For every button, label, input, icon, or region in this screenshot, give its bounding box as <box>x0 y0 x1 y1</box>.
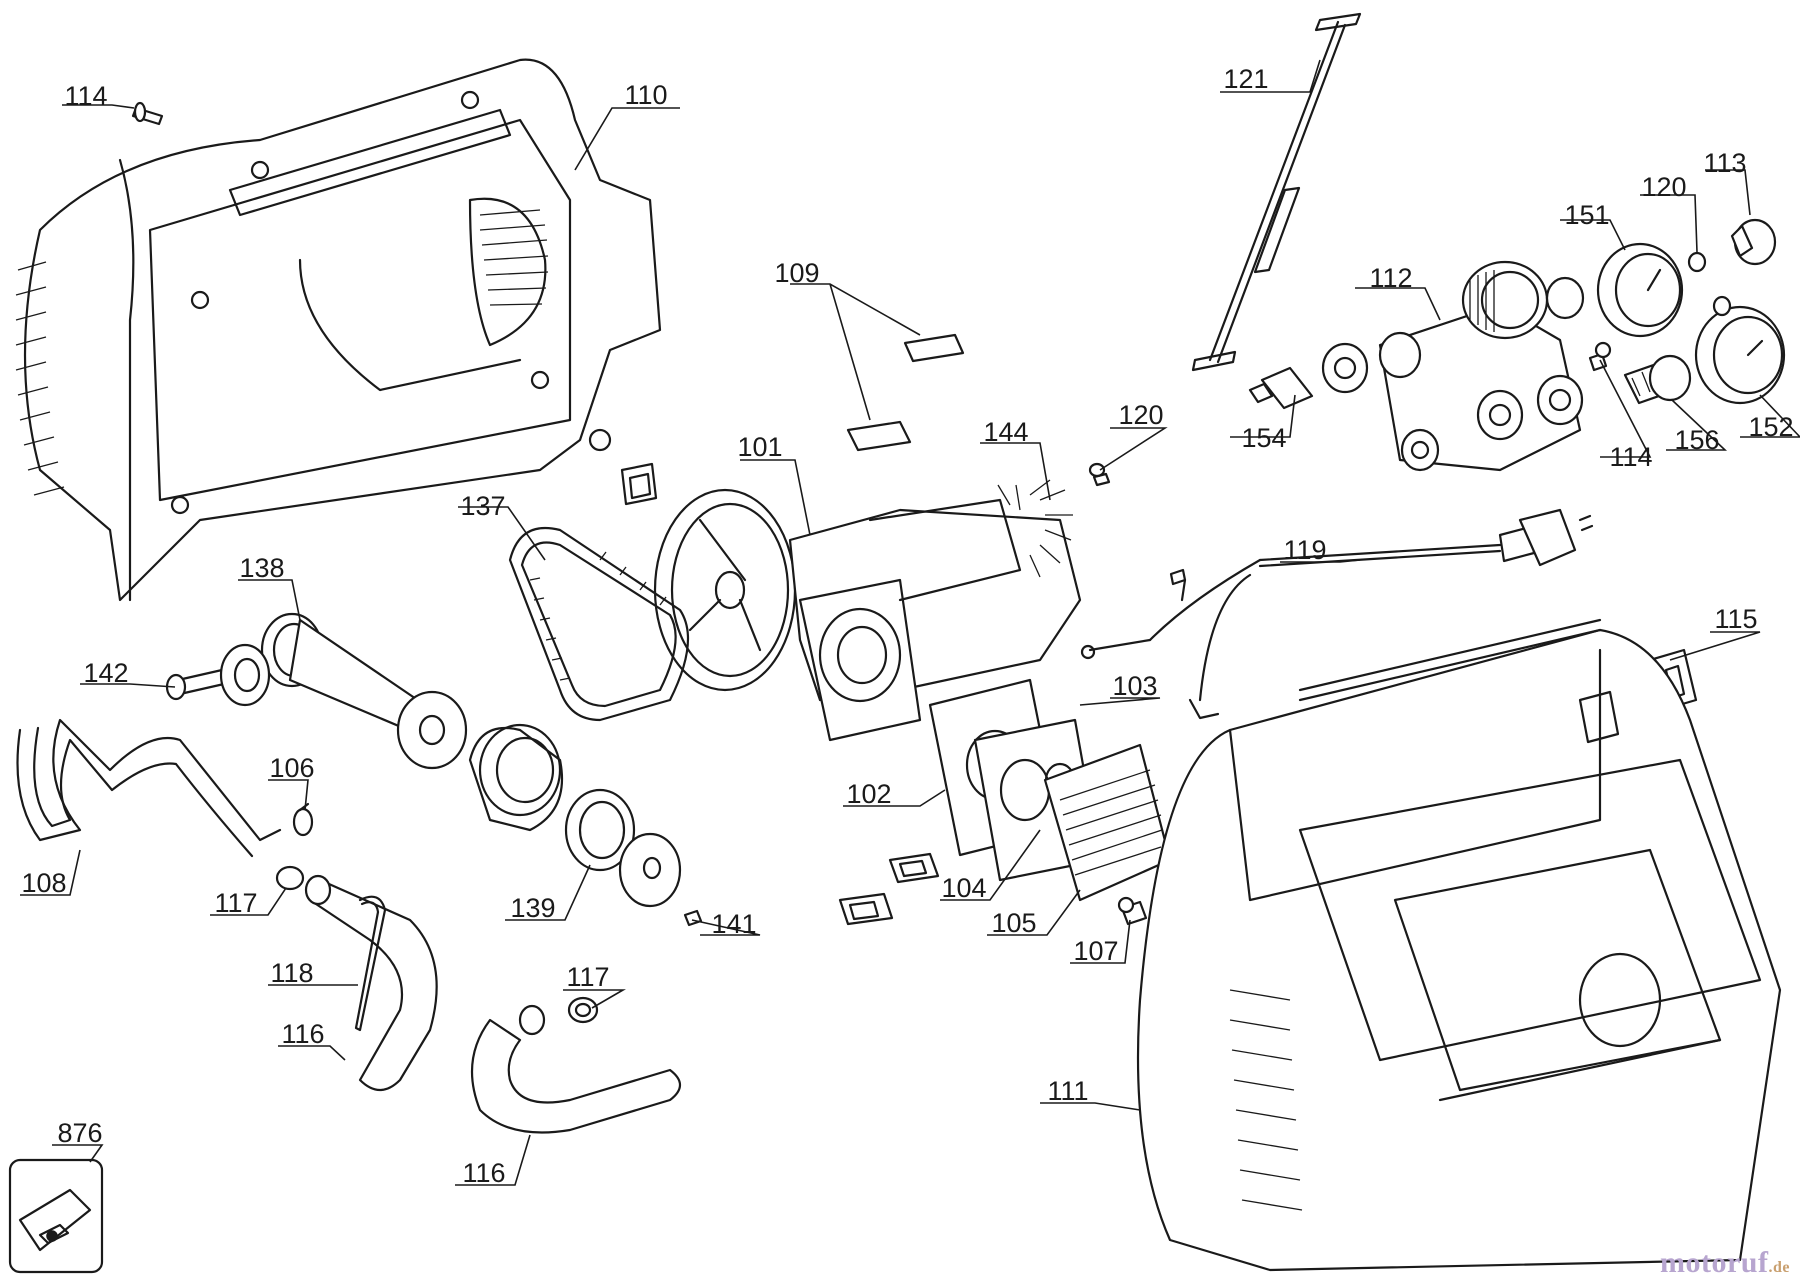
label-112: 112 <box>1369 263 1412 293</box>
ring-139-part <box>564 788 636 872</box>
valve-156-part <box>1623 354 1692 405</box>
label-114: 114 <box>1609 442 1652 472</box>
label-114: 114 <box>64 81 107 111</box>
label-144: 144 <box>983 417 1028 447</box>
manifold-112-part <box>1321 260 1585 472</box>
housing-111-part <box>1136 618 1782 1272</box>
label-151: 151 <box>1564 200 1609 230</box>
label-108: 108 <box>21 868 66 898</box>
connecting-rod-138-part <box>260 612 468 770</box>
pad-109-part <box>846 333 965 452</box>
label-138: 138 <box>239 553 284 583</box>
watermark-tld: .de <box>1768 1259 1790 1276</box>
label-109: 109 <box>774 258 819 288</box>
label-139: 139 <box>510 893 555 923</box>
label-111: 111 <box>1047 1076 1088 1106</box>
label-107: 107 <box>1073 936 1118 966</box>
tube-108-part <box>16 718 282 858</box>
kit-876-part <box>8 1158 104 1274</box>
head-105-part <box>1043 743 1172 902</box>
label-876: 876 <box>57 1118 102 1148</box>
label-116: 116 <box>281 1019 324 1049</box>
label-120: 120 <box>1118 400 1163 430</box>
screw-114-part <box>131 101 164 126</box>
leader-lines <box>20 59 1800 1186</box>
label-154: 154 <box>1241 423 1286 453</box>
label-137: 137 <box>460 491 505 521</box>
tie-118-part <box>354 895 387 1032</box>
rear-shroud-part <box>15 58 662 602</box>
label-141: 141 <box>711 909 756 939</box>
label-142: 142 <box>83 658 128 688</box>
rod-121-part <box>1191 12 1362 372</box>
label-104: 104 <box>941 873 986 903</box>
clamp-117b-part <box>567 996 599 1024</box>
label-103: 103 <box>1112 671 1157 701</box>
label-101: 101 <box>737 432 782 462</box>
label-105: 105 <box>991 908 1036 938</box>
gauge-152-part <box>1694 305 1786 405</box>
knob-113-part <box>1730 218 1777 266</box>
label-115: 115 <box>1714 604 1757 634</box>
label-113: 113 <box>1703 148 1746 178</box>
clamp-117a-part <box>275 865 305 891</box>
hose-116a-part <box>304 874 438 1092</box>
label-120: 120 <box>1641 172 1686 202</box>
label-116: 116 <box>462 1158 505 1188</box>
label-152: 152 <box>1748 412 1793 442</box>
hose-116b-part <box>470 1004 682 1134</box>
watermark-brand: motoruf <box>1660 1246 1769 1279</box>
square-seal-part <box>620 462 940 926</box>
cord-119-part <box>1080 508 1594 720</box>
piston-141-part <box>618 832 703 927</box>
watermark-logo: motoruf.de <box>1660 1246 1790 1280</box>
part-number-labels: 114 110 121 113 120 151 112 109 101 144 … <box>21 64 1793 1188</box>
belt-137-part <box>508 526 690 722</box>
motor-101-part <box>653 479 1082 742</box>
screw-114b-part <box>1588 341 1612 372</box>
bolt-107-part <box>1117 896 1148 926</box>
label-110: 110 <box>624 80 667 110</box>
label-117: 117 <box>214 888 257 918</box>
gauge-151-part <box>1596 242 1684 338</box>
fitting-154-part <box>1248 366 1314 410</box>
label-118: 118 <box>270 958 313 988</box>
label-121: 121 <box>1223 64 1268 94</box>
cylinder-139-part <box>468 723 564 832</box>
label-119: 119 <box>1283 535 1326 565</box>
screw-120-part <box>1088 251 1732 487</box>
label-106: 106 <box>269 753 314 783</box>
clamp-106-part <box>292 802 314 837</box>
label-156: 156 <box>1674 425 1719 455</box>
label-117: 117 <box>566 962 609 992</box>
label-102: 102 <box>846 779 891 809</box>
bolt-142-part <box>165 643 271 707</box>
